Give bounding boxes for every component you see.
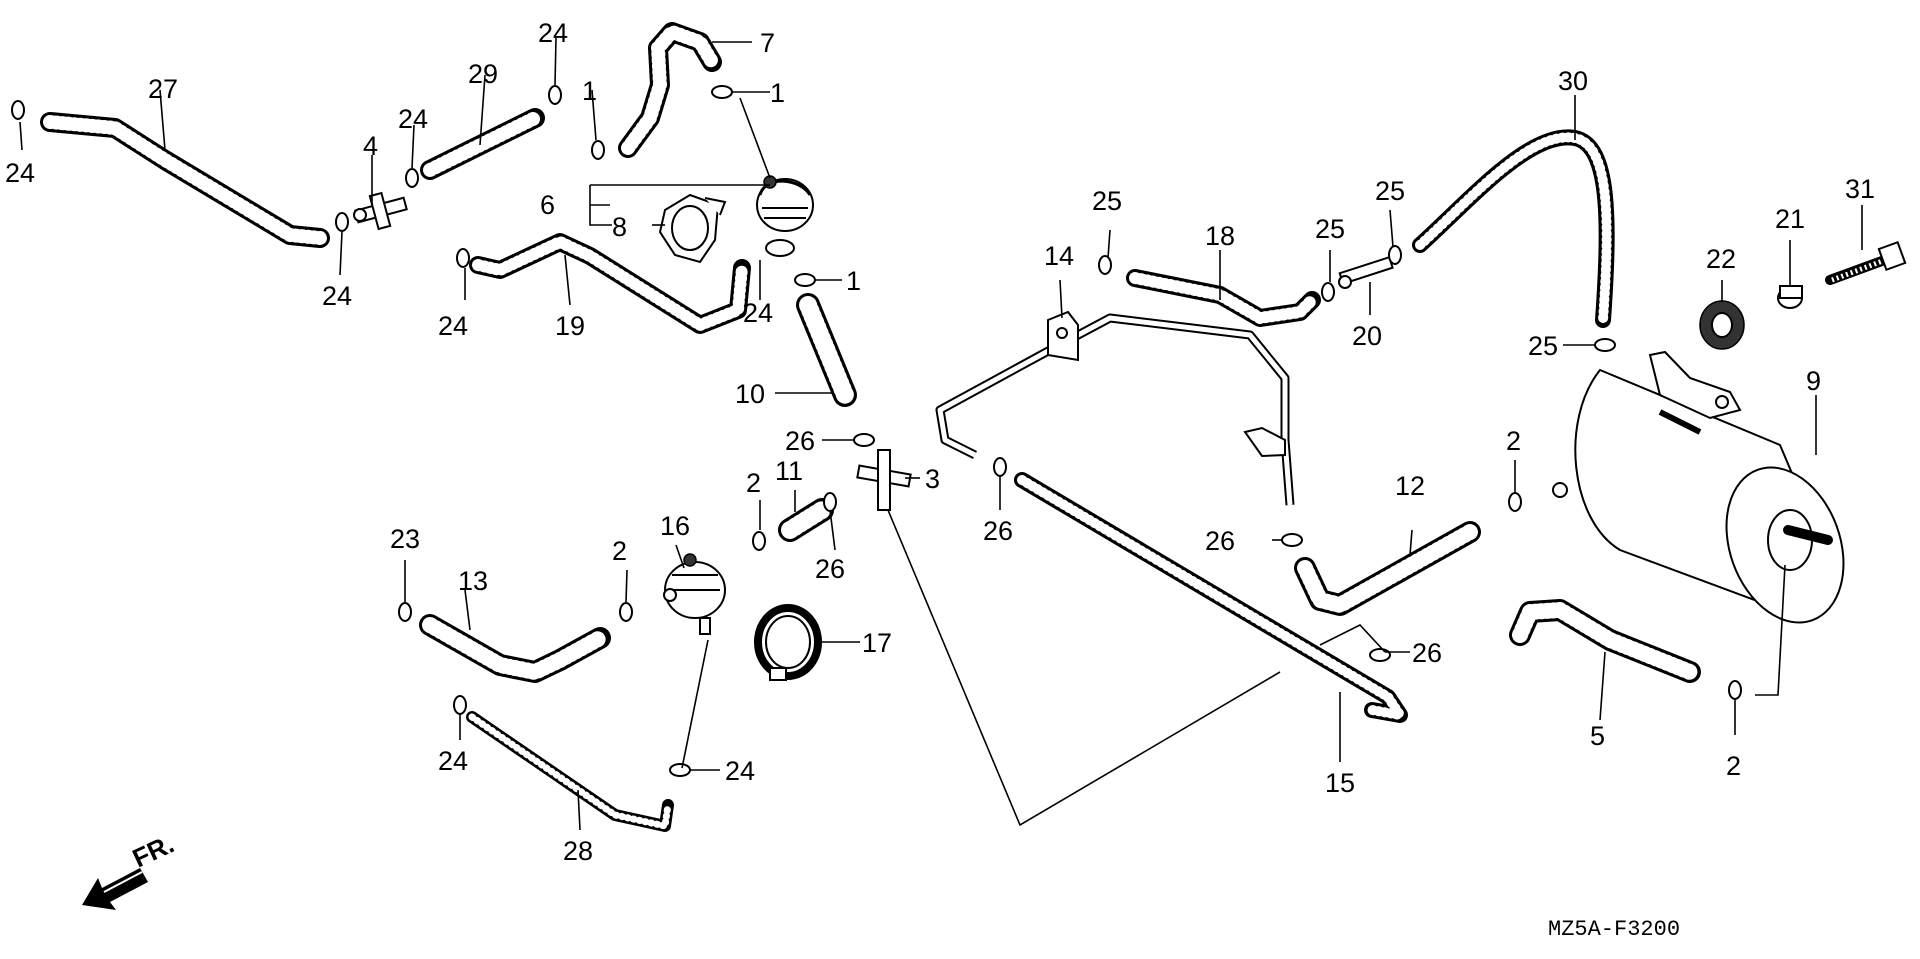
callout-labels: 24 27 24 4 24 29 24 1 7 1 6 8 24 19 24 1…: [5, 18, 1875, 866]
callout-22: 22: [1706, 244, 1736, 274]
callout-4: 4: [363, 131, 378, 161]
callout-2: 2: [1726, 751, 1741, 781]
callout-28: 28: [563, 836, 593, 866]
hose-12: [1294, 521, 1481, 616]
callout-24: 24: [538, 18, 568, 48]
callout-1: 1: [846, 266, 861, 296]
callout-5: 5: [1590, 721, 1605, 751]
hose-27: [40, 112, 330, 248]
callout-24: 24: [743, 298, 773, 328]
callout-24: 24: [322, 281, 352, 311]
direction-label: FR.: [128, 829, 179, 874]
callout-11: 11: [775, 456, 803, 486]
callout-14: 14: [1044, 241, 1074, 271]
hose-18: [1126, 269, 1321, 327]
hose-13: [419, 614, 611, 683]
callout-17: 17: [862, 628, 892, 658]
callout-2: 2: [1506, 426, 1521, 456]
callout-25: 25: [1092, 186, 1122, 216]
callout-26: 26: [983, 516, 1013, 546]
leader-lines: [19, 37, 1863, 831]
canister-9: [1552, 350, 1845, 624]
hose-15: [1014, 472, 1408, 723]
clamp-17: [754, 604, 822, 681]
callout-26: 26: [1412, 638, 1442, 668]
callout-29: 29: [468, 59, 498, 89]
collar-8: [658, 193, 727, 264]
valve-16: [663, 553, 726, 635]
callout-10: 10: [735, 379, 765, 409]
callout-30: 30: [1558, 66, 1588, 96]
callout-19: 19: [555, 311, 585, 341]
callout-15: 15: [1325, 768, 1355, 798]
hose-7: [618, 22, 722, 158]
connector-20: [1338, 255, 1394, 289]
callout-6: 6: [540, 190, 555, 220]
valve-6: [756, 175, 814, 257]
callout-23: 23: [390, 524, 420, 554]
callout-27: 27: [148, 74, 178, 104]
callout-21: 21: [1775, 204, 1805, 234]
collar-21: [1777, 285, 1803, 309]
callout-26: 26: [785, 426, 815, 456]
callout-26: 26: [815, 554, 845, 584]
callout-1: 1: [582, 76, 597, 106]
callout-18: 18: [1205, 221, 1235, 251]
callout-13: 13: [458, 566, 488, 596]
callout-25: 25: [1375, 176, 1405, 206]
t-joint-4: [353, 191, 408, 231]
callout-1: 1: [770, 78, 785, 108]
pipe-14: [935, 310, 1295, 506]
hose-11: [778, 498, 834, 542]
clip-set: [11, 85, 1742, 777]
callout-16: 16: [660, 511, 690, 541]
callout-24: 24: [438, 746, 468, 776]
hose-30: [1412, 129, 1615, 328]
callout-24: 24: [725, 756, 755, 786]
bolt-31: [1825, 240, 1907, 285]
t-joint-3: [856, 449, 912, 511]
callout-25: 25: [1528, 331, 1558, 361]
callout-24: 24: [398, 104, 428, 134]
callout-7: 7: [760, 28, 775, 58]
callout-24: 24: [438, 311, 468, 341]
callout-20: 20: [1352, 321, 1382, 351]
hose-28: [466, 711, 674, 832]
hose-10: [796, 293, 857, 407]
callout-3: 3: [925, 464, 940, 494]
callout-8: 8: [612, 212, 627, 242]
callout-26: 26: [1205, 526, 1235, 556]
diagram-code: MZ5A-F3200: [1548, 917, 1680, 942]
callout-2: 2: [746, 468, 761, 498]
callout-9: 9: [1806, 366, 1821, 396]
callout-2: 2: [612, 536, 627, 566]
hose-29: [420, 108, 545, 180]
callout-24: 24: [5, 158, 35, 188]
grommet-22: [1699, 300, 1745, 350]
hose-5: [1509, 599, 1701, 683]
callout-25: 25: [1315, 214, 1345, 244]
callout-12: 12: [1395, 471, 1425, 501]
hose-19: [469, 233, 751, 334]
front-direction-indicator: FR.: [82, 829, 179, 910]
callout-31: 31: [1845, 174, 1875, 204]
